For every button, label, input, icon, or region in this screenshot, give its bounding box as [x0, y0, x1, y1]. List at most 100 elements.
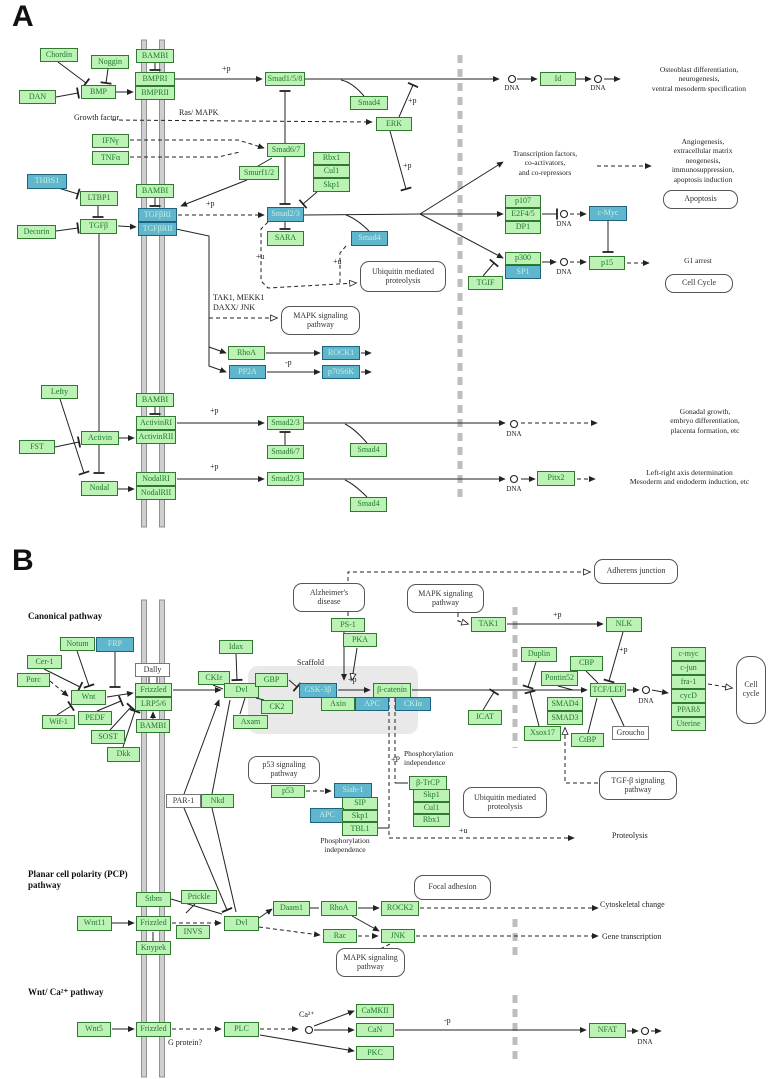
- ltbp1-box: LTBP1: [80, 191, 118, 206]
- dp1-box: DP1: [505, 221, 541, 234]
- tcflef-box: TCF/LEF: [590, 683, 626, 697]
- smad23-a1-box: Smad2/3: [267, 207, 304, 222]
- bcatenin-box: β-catenin: [373, 683, 411, 698]
- smad158-box: Smad1/5/8: [265, 72, 305, 86]
- axin-box: Axin: [321, 697, 355, 711]
- prickle-box: Prickle: [181, 890, 217, 904]
- alzheimer-box: Alzheimer's disease: [293, 583, 365, 612]
- gbp-box: GBP: [255, 673, 288, 687]
- id-box-box: Id: [540, 72, 576, 86]
- uterine-box: Uterine: [671, 717, 706, 731]
- cycd-box: cycD: [671, 689, 706, 703]
- mapk-b1-box: MAPK signaling pathway: [407, 584, 484, 613]
- smad4-a1-box: Smad4: [350, 96, 388, 110]
- lrp56-box: LRP5/6: [135, 697, 172, 711]
- tnfa-box: TNFα: [92, 151, 129, 165]
- tbl1-box: TBL1: [342, 822, 378, 836]
- btrcp-box: β-TrCP: [409, 776, 447, 790]
- activinri-box: ActivinRI: [136, 416, 176, 430]
- tgfbrii-box: TGFβRII: [138, 222, 177, 236]
- sip-box: SIP: [342, 797, 378, 810]
- jnk-box: JNK: [381, 929, 415, 943]
- skp1-b1-box: Skp1: [342, 810, 378, 822]
- knypek-box: Knypek: [136, 941, 171, 955]
- ck2-box: CK2: [261, 700, 293, 714]
- cul1-a-box: Cul1: [313, 165, 350, 178]
- p70s6k-box: p70S6K: [322, 365, 360, 379]
- lefty-box: Lefty: [41, 385, 78, 399]
- sost-box: SOST: [91, 730, 125, 744]
- par1-box: PAR-1: [166, 794, 201, 808]
- p53path-box: p53 signaling pathway: [248, 756, 320, 784]
- frizzled-b1-box: Frizzled: [135, 683, 172, 697]
- pkc-box: PKC: [356, 1046, 394, 1060]
- duplin-box: Duplin: [521, 647, 557, 662]
- bmp-box: BMP: [81, 85, 116, 99]
- xsox17-box: Xsox17: [524, 726, 561, 741]
- chordin-box: Chordin: [40, 48, 78, 62]
- smad23-a3-box: Smad2/3: [267, 472, 304, 486]
- fst-box: FST: [19, 440, 55, 454]
- wnt11-box: Wnt11: [77, 916, 112, 931]
- nodal-box: Nodal: [81, 481, 118, 496]
- dkk-box: Dkk: [107, 747, 140, 762]
- tgif-box: TGIF: [468, 276, 503, 290]
- rock2-box: ROCK2: [381, 901, 419, 916]
- skp1-a-box: Skp1: [313, 178, 350, 192]
- dally-box: Dally: [135, 663, 170, 677]
- siah1-box: Siah-1: [334, 783, 372, 798]
- nodalri-box: NodalRI: [136, 472, 176, 486]
- wnt5-box: Wnt5: [77, 1022, 111, 1037]
- bambi-b-box: BAMBI: [136, 719, 170, 733]
- cellcycle-b-box: Cell cycle: [736, 656, 766, 724]
- cjun-box: c-jun: [671, 661, 706, 675]
- nlk-box: NLK: [606, 617, 642, 632]
- dna-circles: [304, 74, 651, 1036]
- activin-box: Activin: [81, 431, 119, 445]
- frizzled-b3-box: Frizzled: [136, 1022, 171, 1037]
- mapk-b2-box: MAPK signaling pathway: [336, 948, 405, 977]
- frizzled-b2-box: Frizzled: [136, 916, 171, 931]
- dan-box: DAN: [19, 90, 56, 104]
- cmyc-a-box: c-Myc: [589, 206, 627, 221]
- nkd-box: Nkd: [201, 794, 234, 808]
- rac-box: Rac: [323, 929, 357, 943]
- cer1-box: Cer-1: [27, 655, 62, 669]
- groucho-box: Groucho: [612, 726, 649, 740]
- cul1-b-box: Cul1: [413, 802, 450, 814]
- stbm-box: Stbm: [136, 892, 171, 907]
- rhoa-a-box: RhoA: [228, 346, 265, 360]
- rbx1-b-box: Rbx1: [413, 814, 450, 827]
- smad3-b-box: SMAD3: [547, 711, 583, 725]
- nodalrii-box: NodalRII: [136, 486, 176, 500]
- smad4-a4-box: Smad4: [350, 497, 387, 512]
- smad4-b-box: SMAD4: [547, 697, 583, 711]
- pp2a-box: PP2A: [229, 365, 266, 379]
- dvl-b1-box: Dvl: [224, 683, 259, 698]
- thbs1-box: THBS1: [27, 174, 67, 189]
- pka-box: PKA: [343, 633, 377, 647]
- daam1-box: Daam1: [273, 901, 310, 916]
- p300-box: p300: [505, 252, 541, 265]
- smad67-a2-box: Smad6/7: [267, 445, 304, 459]
- nfat-box: NFAT: [589, 1023, 626, 1038]
- dvl-b2-box: Dvl: [224, 916, 259, 931]
- smad67-a1-box: Smad6/7: [267, 143, 305, 157]
- focal-box: Focal adhesion: [414, 875, 491, 900]
- skp1-b2-box: Skp1: [413, 789, 450, 802]
- ps1-box: PS-1: [331, 618, 365, 632]
- icat-box: ICAT: [468, 710, 502, 725]
- ppard-box: PPARδ: [671, 703, 706, 717]
- rbx1-a-box: Rbx1: [313, 152, 350, 165]
- rock1-box: ROCK1: [322, 346, 360, 360]
- p107-box: p107: [505, 195, 541, 208]
- porc-box: Porc: [17, 673, 50, 687]
- tgfbri-box: TGFβRI: [138, 208, 177, 222]
- sara-box: SARA: [267, 231, 304, 246]
- ubiq-b-box: Ubiquitin mediated proteolysis: [463, 787, 547, 818]
- invs-box: INVS: [176, 925, 210, 939]
- ctbp-box: CtBP: [571, 733, 604, 747]
- smad4-a3-box: Smad4: [350, 443, 387, 457]
